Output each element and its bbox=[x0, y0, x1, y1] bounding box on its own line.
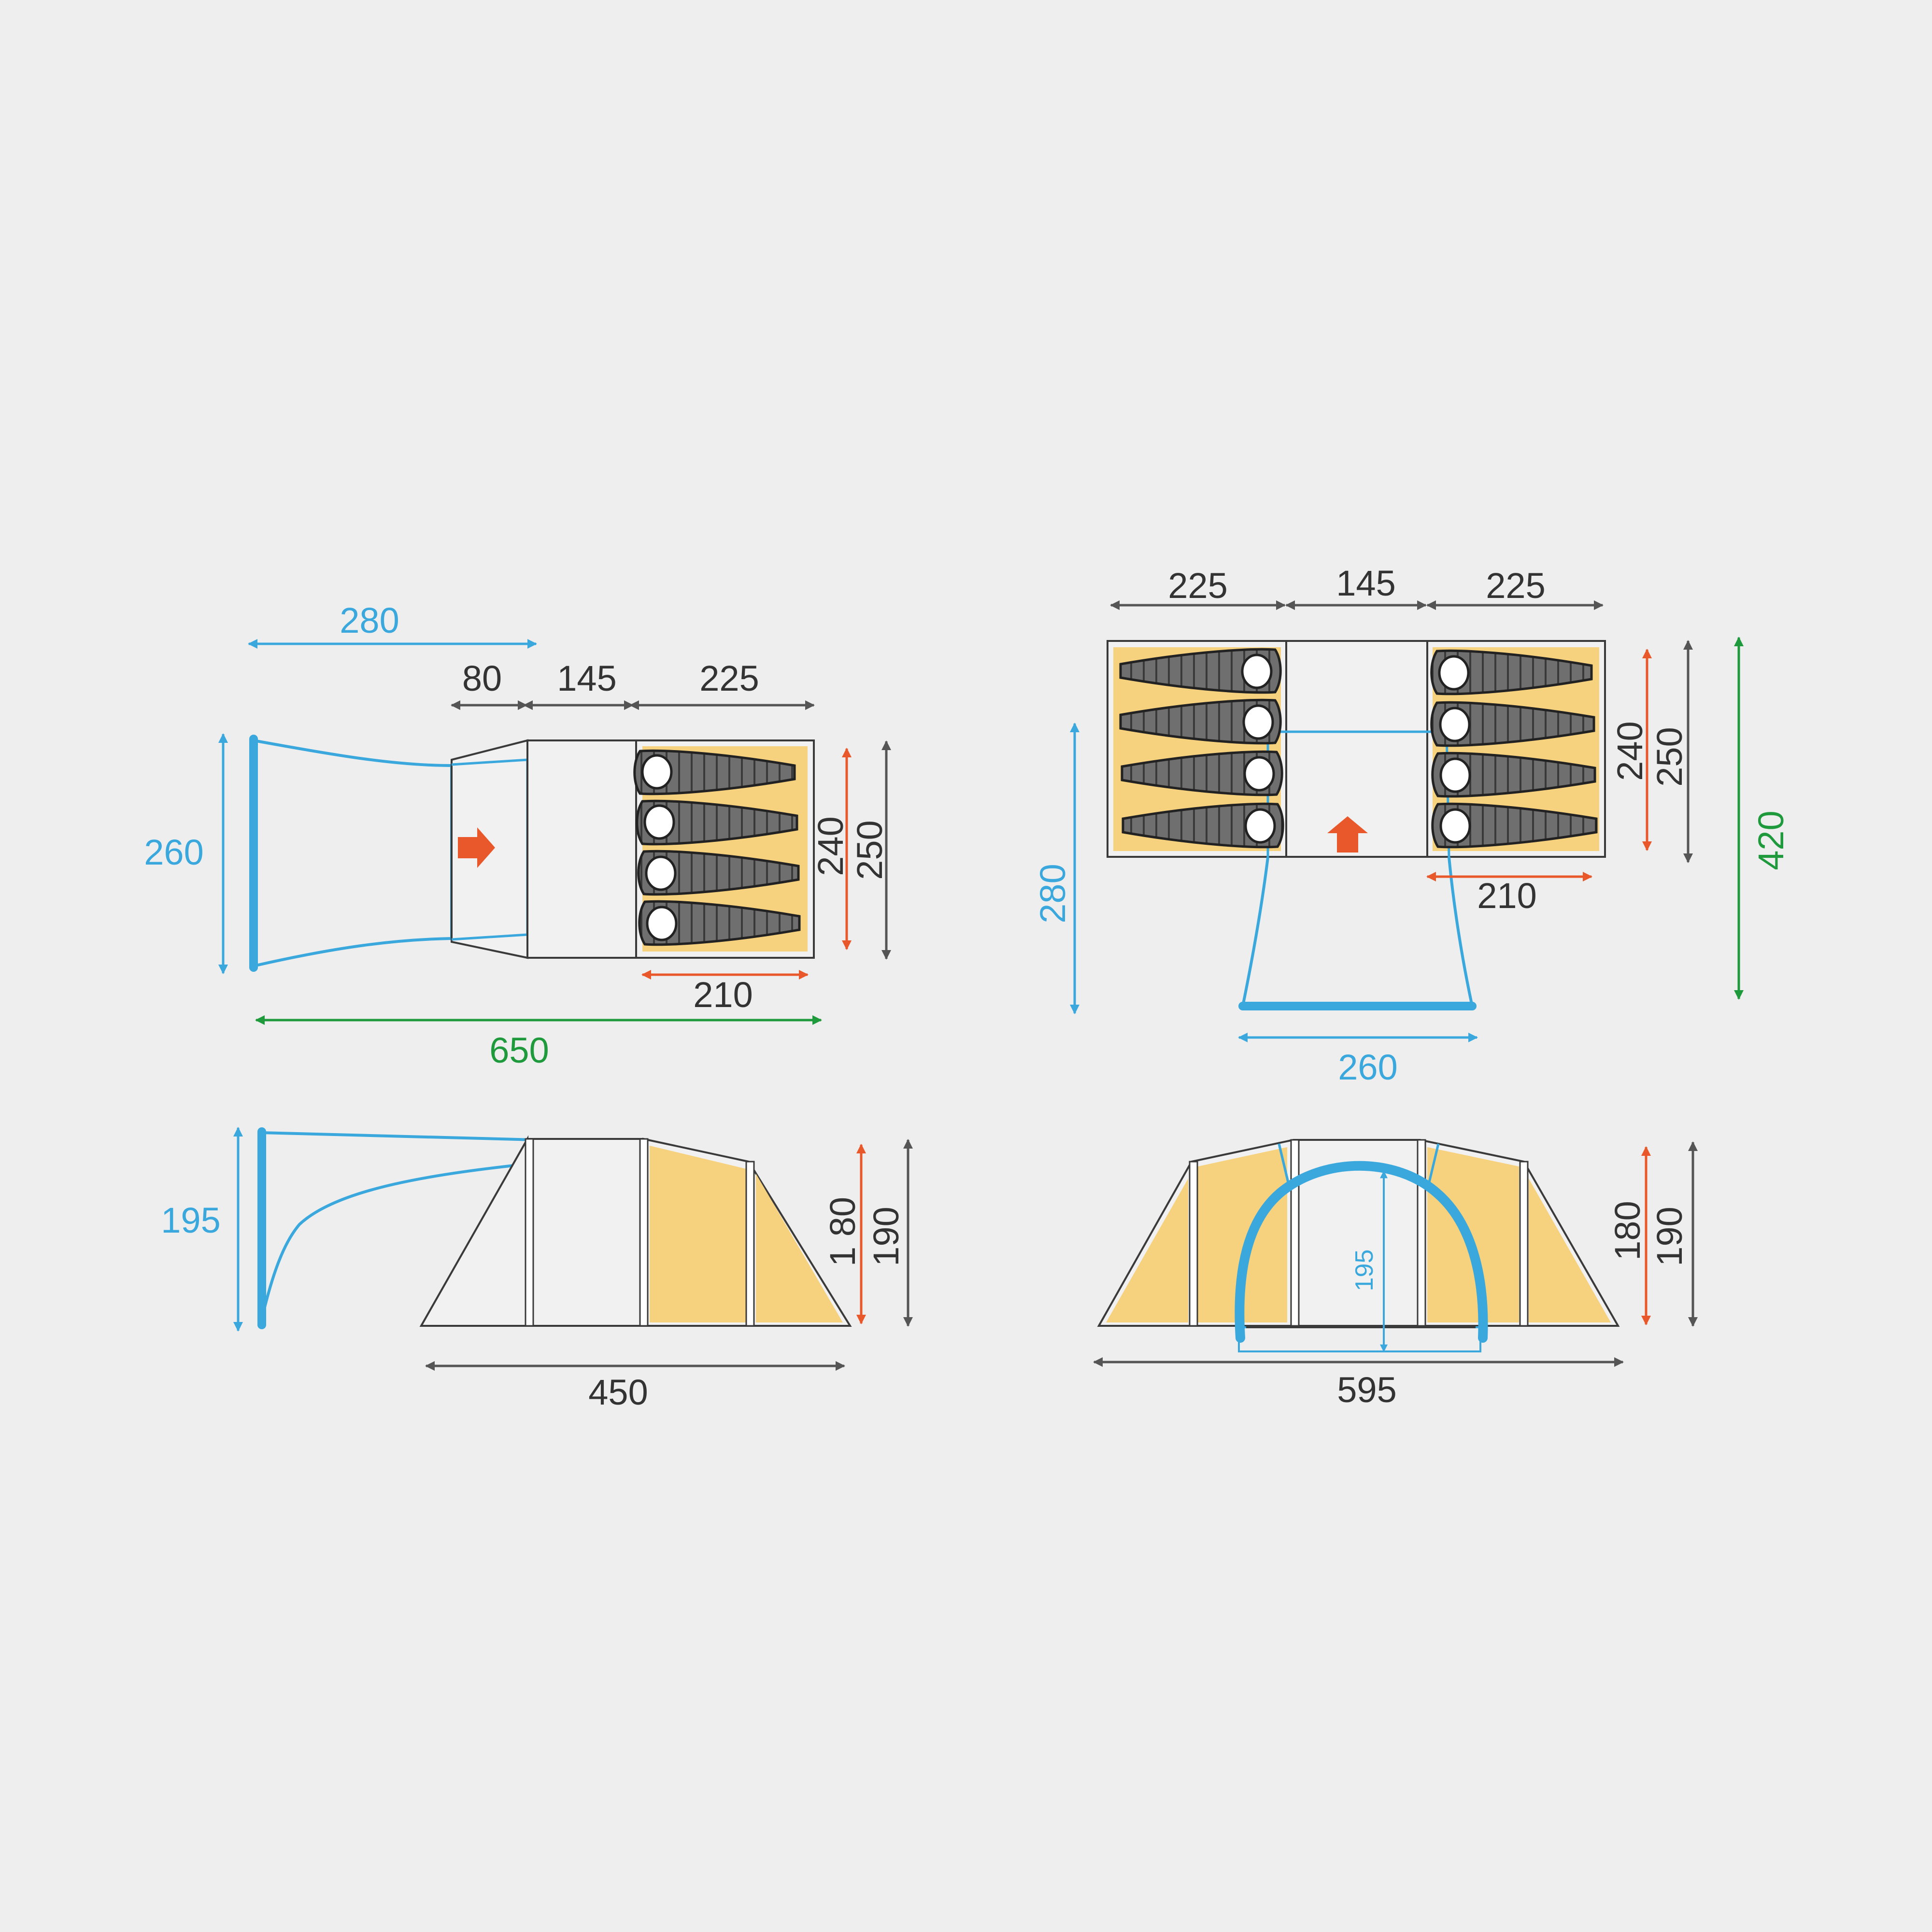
dim-label-outer-width: 250 bbox=[850, 820, 890, 880]
sleeping-bag-icon bbox=[638, 900, 801, 946]
sleeping-bags bbox=[633, 749, 801, 946]
dim-label-inner-width: 240 bbox=[810, 816, 851, 876]
front-elevation: 195 180 190 595 bbox=[1093, 1139, 1698, 1410]
vestibule-section bbox=[419, 1135, 528, 1327]
pole-4 bbox=[1519, 1161, 1529, 1327]
dim-label-length: 450 bbox=[588, 1372, 648, 1412]
bedroom-fill bbox=[650, 1146, 746, 1322]
pole-3 bbox=[1417, 1139, 1426, 1327]
dim-label-vestibule: 80 bbox=[462, 658, 502, 698]
dim-label-bedroom: 225 bbox=[699, 658, 759, 698]
bedroom-end-fill bbox=[756, 1174, 843, 1322]
sleeping-bag-icon bbox=[1431, 802, 1598, 849]
dim-label-outer-height: 190 bbox=[1649, 1207, 1690, 1266]
front-floor-plan: 225 145 225 240 250 420 280 210 260 bbox=[1033, 563, 1791, 1087]
dim-label-awning-width: 260 bbox=[1338, 1047, 1397, 1087]
dim-label-width: 595 bbox=[1337, 1370, 1396, 1410]
dim-label-bedroom-left: 225 bbox=[1168, 566, 1227, 606]
right-room-fill bbox=[1427, 1147, 1519, 1322]
pole-2 bbox=[1290, 1139, 1300, 1327]
dim-label-awning-depth: 280 bbox=[1033, 864, 1073, 923]
dim-label-inner-depth: 210 bbox=[693, 975, 753, 1015]
dim-label-inner-width: 240 bbox=[1610, 721, 1650, 781]
pole-2 bbox=[639, 1138, 649, 1327]
dim-label-bedroom-right: 225 bbox=[1486, 566, 1545, 606]
pole-3 bbox=[745, 1161, 755, 1327]
sleeping-bag-icon bbox=[1119, 698, 1282, 745]
dim-label-awning-length: 280 bbox=[340, 600, 399, 640]
sleeping-bag-icon bbox=[1122, 802, 1284, 849]
dim-label-inner-height: 180 bbox=[1607, 1201, 1648, 1260]
dim-label-living: 145 bbox=[1336, 563, 1395, 603]
dim-label-total-length: 650 bbox=[489, 1030, 549, 1070]
dim-label-living: 145 bbox=[557, 658, 616, 698]
door-frame-left bbox=[1278, 1143, 1290, 1185]
sleeping-bags-right bbox=[1430, 649, 1598, 849]
dim-label-outer-width: 250 bbox=[1649, 727, 1690, 786]
sleeping-bags-left bbox=[1119, 648, 1284, 849]
dim-label-inner-depth: 210 bbox=[1477, 876, 1536, 916]
pole-1 bbox=[1189, 1161, 1198, 1327]
left-end-fill bbox=[1106, 1179, 1188, 1322]
awning-outline bbox=[253, 739, 453, 967]
awning-profile bbox=[259, 1131, 538, 1324]
side-elevation: 195 1 80 190 450 bbox=[161, 1127, 913, 1412]
living-area bbox=[526, 739, 637, 959]
left-room-fill bbox=[1198, 1147, 1287, 1322]
sleeping-bag-icon bbox=[636, 799, 798, 846]
sleeping-bag-icon bbox=[1121, 750, 1283, 796]
dim-label-awning-width: 260 bbox=[144, 832, 203, 872]
awning-outline bbox=[1241, 857, 1474, 1007]
sleeping-bag-icon bbox=[1431, 752, 1596, 798]
arrow-up-icon bbox=[1327, 816, 1368, 852]
sleeping-bag-icon bbox=[1430, 701, 1595, 747]
dim-label-outer-height: 190 bbox=[866, 1207, 906, 1266]
side-floor-plan: 280 80 145 225 260 240 250 210 650 bbox=[144, 600, 891, 1070]
dim-label-inner-height: 1 80 bbox=[823, 1197, 863, 1266]
pole-1 bbox=[525, 1138, 534, 1327]
right-end-fill bbox=[1529, 1179, 1611, 1322]
door-threshold bbox=[1238, 1326, 1481, 1352]
sleeping-bag-icon bbox=[633, 749, 796, 796]
sleeping-bag-icon bbox=[637, 850, 800, 896]
sleeping-bag-icon bbox=[1430, 649, 1593, 696]
awning-arch bbox=[1235, 1161, 1488, 1343]
living-section bbox=[526, 1138, 644, 1327]
door-frame-right bbox=[1427, 1143, 1440, 1185]
dim-label-awning-height: 195 bbox=[161, 1200, 220, 1240]
dim-label-total-depth: 420 bbox=[1751, 810, 1791, 870]
sleeping-bag-icon bbox=[1119, 648, 1282, 694]
dim-label-door-height: 195 bbox=[1350, 1250, 1378, 1292]
arrow-right-icon bbox=[458, 827, 495, 868]
